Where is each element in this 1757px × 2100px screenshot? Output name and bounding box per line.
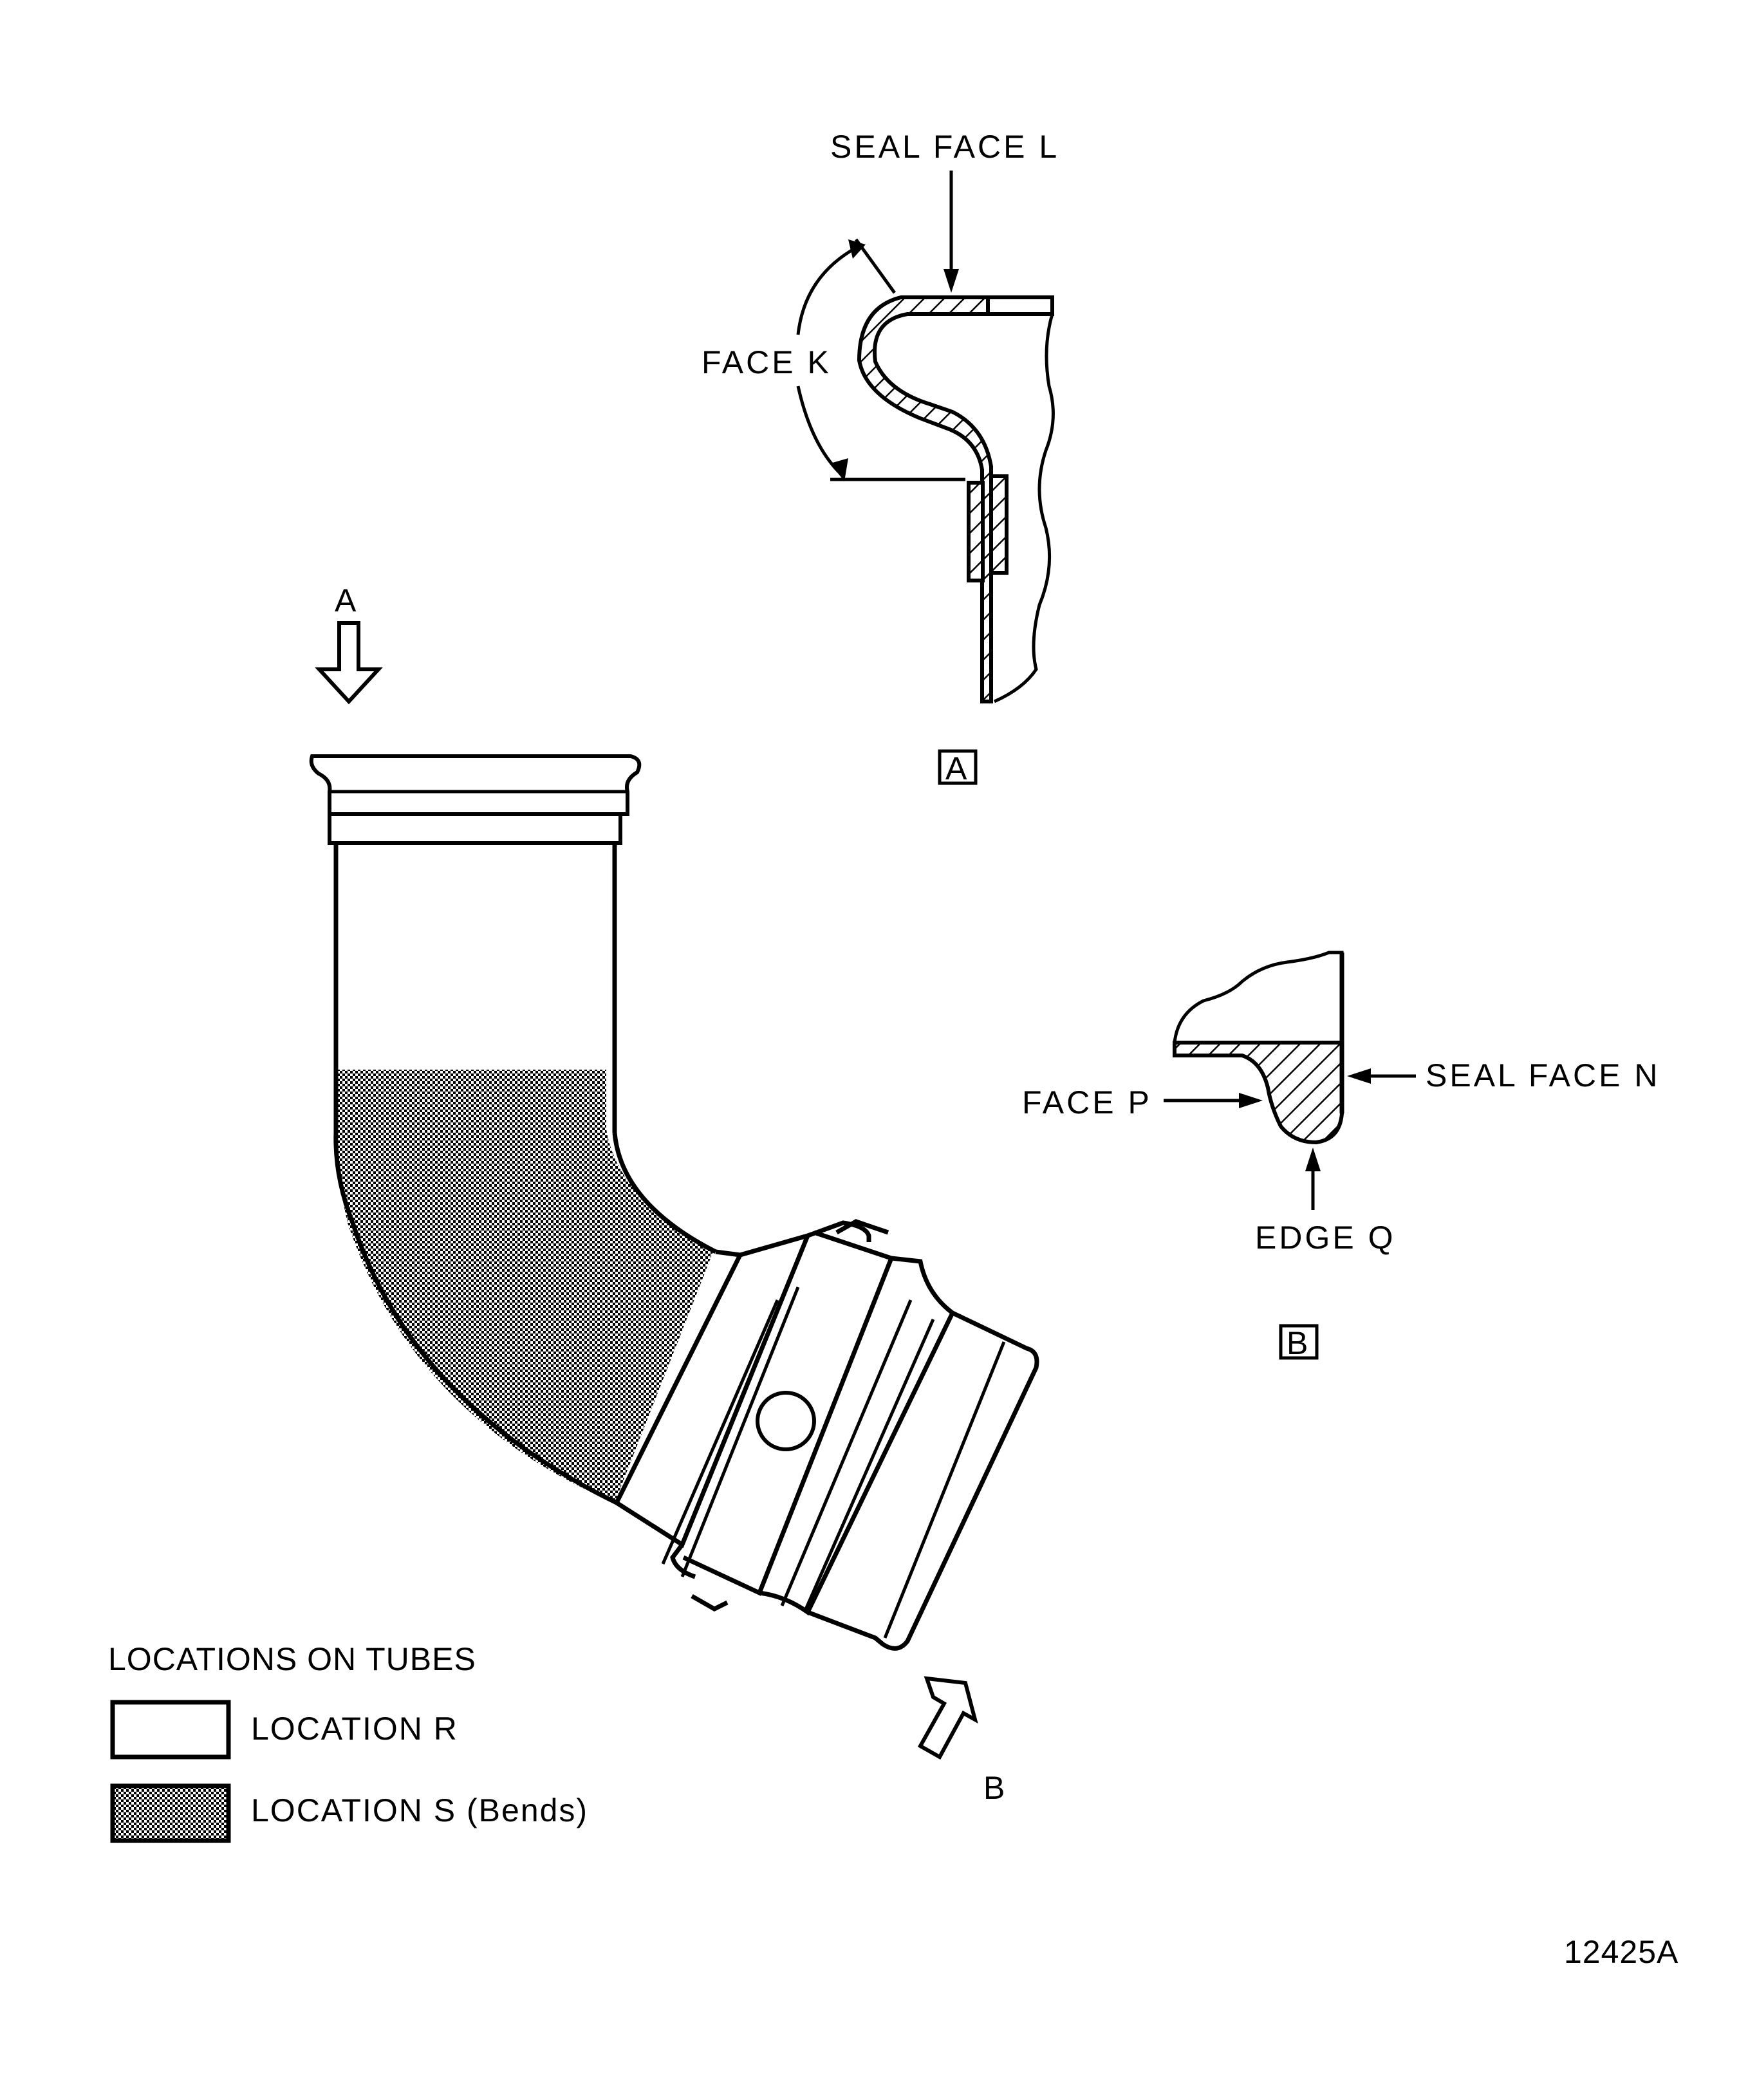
break-line-b [1173,951,1344,1045]
seal-face-l-label: SEAL FACE L [830,129,1059,165]
coupling [614,1219,1039,1651]
figure-number: 12425A [1564,1934,1678,1970]
edge-q-label: EDGE Q [1255,1220,1395,1256]
view-arrow-b-label: B [983,1770,1005,1806]
face-k-upper-extension [854,238,897,294]
bolt-boss [756,1391,816,1451]
hollow-down-arrow-icon [315,621,383,705]
face-k-lower-arrowhead [830,458,848,481]
location-s-bend-region [335,1070,714,1503]
face-k-upper-arc [796,246,857,335]
detail-a: SEAL FACE L FACE K A [702,129,1059,786]
hollow-diagonal-arrow-icon [917,1676,978,1760]
legend-item-label: LOCATION S (Bends) [251,1792,588,1828]
elbow-tube [309,754,1039,1651]
detail-b-tag: B [1287,1325,1308,1361]
legend-item-label: LOCATION R [251,1711,458,1747]
view-arrow-a-label: A [335,582,357,618]
legend-title: LOCATIONS ON TUBES [108,1641,476,1677]
face-k-label: FACE K [702,344,832,380]
top-flange [309,754,642,816]
detail-b: FACE P SEAL FACE N EDGE Q B [1022,951,1660,1361]
seal-lip-section [1173,1041,1344,1145]
break-line-a [993,313,1055,703]
detail-b-tag-box [1279,1324,1319,1360]
view-arrow-a: A [315,582,383,705]
seal-face-n-label: SEAL FACE N [1426,1057,1660,1093]
seal-face-l-arrowhead [944,269,959,293]
doubler-left [967,481,985,582]
sheet-top [986,295,1054,316]
face-k-lower-arc [796,386,841,474]
legend: LOCATIONS ON TUBES LOCATION R LOCATION S… [108,1641,588,1843]
detail-a-tag: A [945,750,967,786]
doubler-right [989,474,1009,575]
face-p-label: FACE P [1022,1084,1152,1120]
view-arrow-b: B [917,1676,1005,1806]
detail-a-tag-box [938,749,978,785]
legend-swatch-stipple [110,1783,231,1843]
flange-section [857,295,993,703]
legend-swatch-plain [110,1700,231,1760]
